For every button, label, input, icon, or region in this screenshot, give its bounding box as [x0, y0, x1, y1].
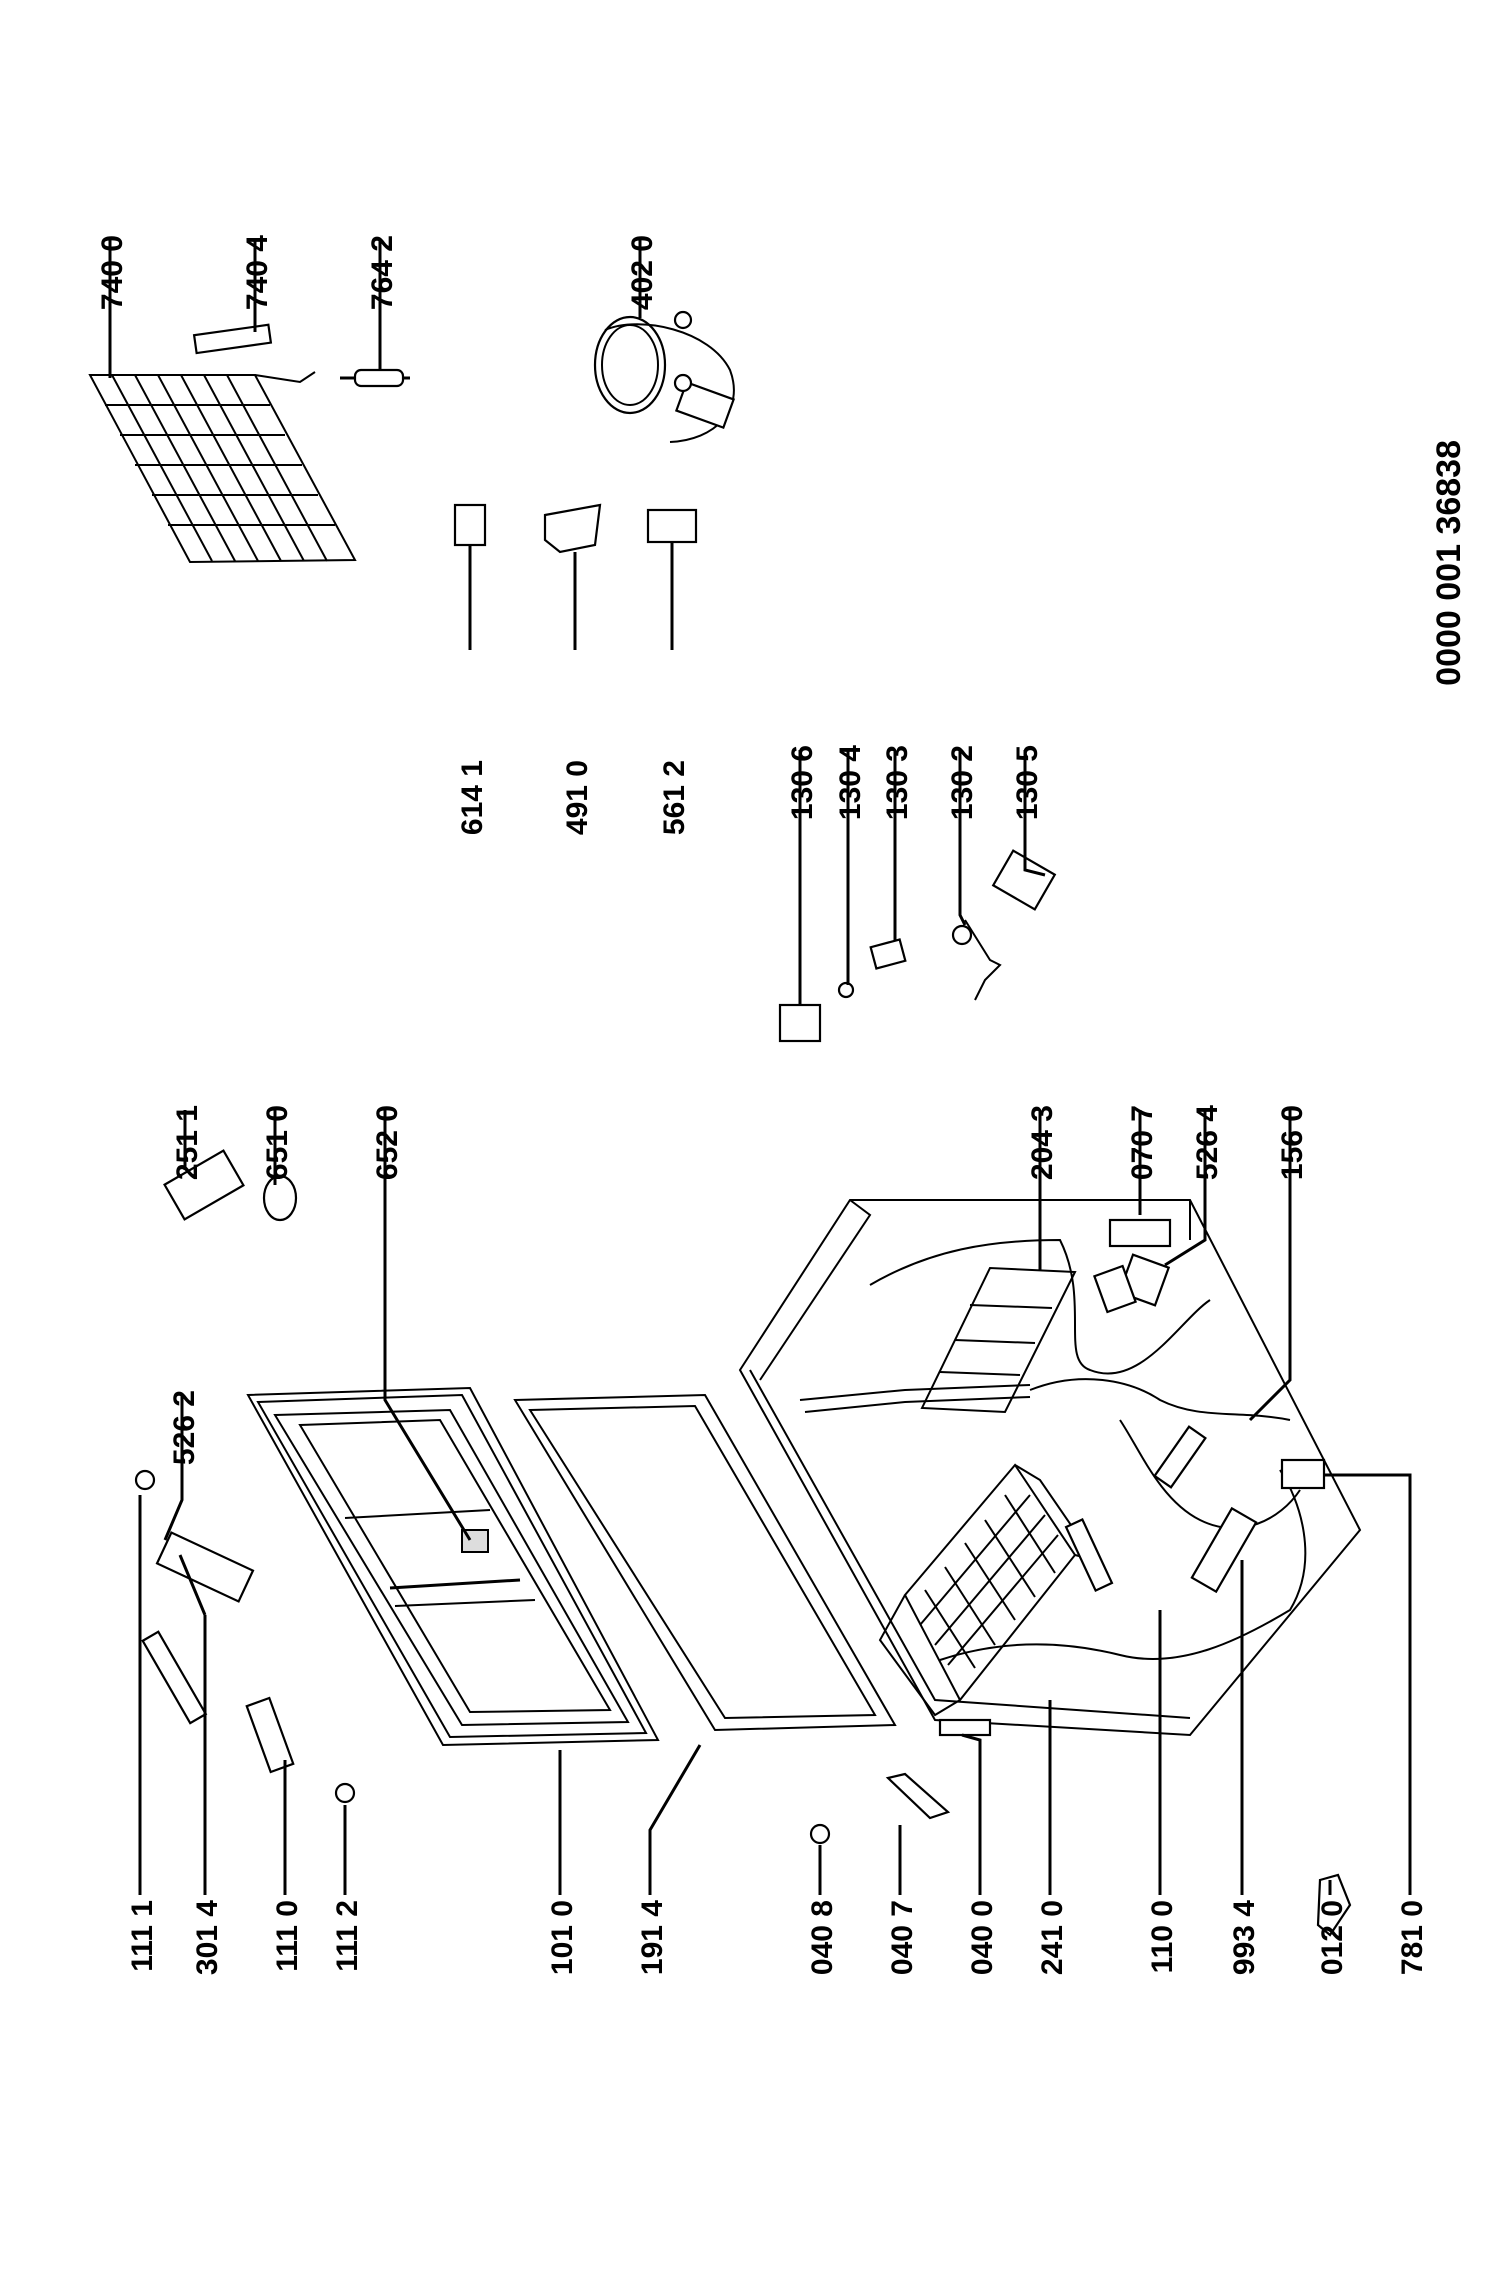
document-number: 0000 001 36838: [1430, 440, 1468, 686]
callout-labels: 111 1 301 4 111 0 111 2 101 0 191 4 040 …: [96, 235, 1468, 1975]
light-bulb-holder: [163, 1149, 245, 1221]
cable-clip: [951, 924, 973, 946]
filter-drier: [340, 368, 410, 388]
callout-561-2: 561 2: [658, 760, 691, 835]
callout-012-0: 012 0: [1316, 1900, 1349, 1975]
lamp-bulb: [262, 1174, 298, 1222]
small-grommet: [837, 981, 855, 999]
coil-bracket: [192, 323, 273, 355]
handle-part: [155, 1531, 255, 1603]
callout-070-7: 070 7: [1126, 1105, 1159, 1180]
key-lock: [885, 1772, 951, 1820]
terminal-box: [453, 503, 487, 547]
capacitor-clip: [991, 849, 1057, 911]
thermostat-housing: [1108, 1218, 1172, 1248]
callout-130-5: 130 5: [1011, 745, 1044, 820]
lid-gasket: [513, 1393, 897, 1732]
lamp-cover: [1280, 1458, 1326, 1490]
callout-101-0: 101 0: [546, 1900, 579, 1975]
drain-plug: [1316, 1873, 1352, 1937]
callout-040-0: 040 0: [966, 1900, 999, 1975]
callout-993-4: 993 4: [1228, 1900, 1261, 1975]
callout-leaders: [108, 240, 1412, 1895]
lid-outer-panel: [246, 1386, 660, 1747]
freezer-cabinet: [738, 1199, 1362, 1737]
lock-pin: [809, 1823, 831, 1845]
screw-small-bottom: [334, 1782, 356, 1804]
callout-740-4: 740 4: [241, 235, 274, 310]
callout-111-2: 111 2: [331, 1900, 364, 1972]
condenser-coil: [88, 371, 357, 564]
callout-651-0: 651 0: [261, 1105, 294, 1180]
connector-block: [646, 508, 698, 544]
callout-526-2: 526 2: [168, 1390, 201, 1465]
foot-bracket: [938, 1718, 992, 1737]
callout-491-0: 491 0: [561, 760, 594, 835]
drip-tray: [543, 503, 602, 554]
callout-130-4: 130 4: [834, 745, 867, 820]
callout-111-0: 111 0: [271, 1900, 304, 1972]
hinge-right: [1092, 1264, 1138, 1314]
callout-040-8: 040 8: [806, 1900, 839, 1975]
overload-protector: [869, 938, 907, 970]
wire-basket: [878, 1463, 1098, 1717]
compressor: [593, 310, 736, 443]
callout-652-0: 652 0: [371, 1105, 404, 1180]
callout-130-6: 130 6: [786, 745, 819, 820]
hinge-cover: [245, 1696, 295, 1774]
screw-small-top: [134, 1469, 156, 1491]
callout-764-2: 764 2: [366, 235, 399, 310]
callout-111-1: 111 1: [126, 1900, 159, 1972]
callout-251-1: 251 1: [171, 1105, 204, 1180]
callout-130-3: 130 3: [881, 745, 914, 820]
callout-156-0: 156 0: [1276, 1105, 1309, 1180]
callout-740-0: 740 0: [96, 235, 129, 310]
callout-204-3: 204 3: [1026, 1105, 1059, 1180]
callout-130-2: 130 2: [946, 745, 979, 820]
callout-301-4: 301 4: [191, 1900, 224, 1975]
control-panel: [1190, 1506, 1258, 1594]
wiring-harness: [964, 919, 1002, 1001]
divider-tray: [920, 1266, 1077, 1414]
callout-781-0: 781 0: [1396, 1900, 1429, 1975]
callout-526-4: 526 4: [1191, 1105, 1224, 1180]
vent-grille: [1153, 1425, 1207, 1489]
handle-cover: [141, 1630, 208, 1725]
callout-110-0: 110 0: [1146, 1900, 1179, 1973]
bracket-part: [1064, 1518, 1114, 1592]
callout-614-1: 614 1: [456, 760, 489, 835]
callout-402-0: 402 0: [626, 235, 659, 310]
callout-191-4: 191 4: [636, 1900, 669, 1975]
callout-241-0: 241 0: [1036, 1900, 1069, 1975]
relay-block: [778, 1003, 822, 1043]
callout-040-7: 040 7: [886, 1900, 919, 1975]
